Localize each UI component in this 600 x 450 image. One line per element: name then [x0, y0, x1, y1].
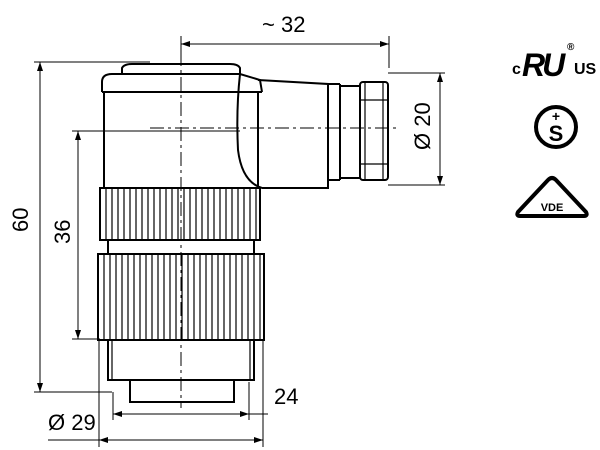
connector-body	[97, 52, 400, 408]
s-mark-icon: + S	[534, 105, 578, 149]
dim-height-total: 60	[8, 208, 33, 232]
vde-label: VDE	[541, 202, 564, 214]
ul-recognized-icon: c RU US ®	[512, 42, 597, 83]
ul-mark: RU	[522, 47, 566, 83]
dimension-labels: ~ 32 60 36 Ø 20 24 Ø 29	[8, 12, 435, 435]
dimension-lines	[34, 36, 445, 447]
s-letter: S	[549, 121, 564, 146]
dim-dia-outlet: Ø 20	[410, 102, 435, 150]
s-plus: +	[552, 108, 560, 124]
certification-marks: c RU US ® + S VDE	[512, 42, 597, 218]
ul-suffix: US	[574, 61, 597, 78]
dim-flat-24: 24	[274, 384, 298, 409]
ul-registered: ®	[567, 42, 575, 53]
dim-dia-29: Ø 29	[48, 410, 96, 435]
dim-height-body: 36	[50, 220, 75, 244]
ul-prefix: c	[512, 61, 521, 78]
dim-width-top: ~ 32	[262, 12, 305, 37]
vde-triangle-icon: VDE	[515, 176, 589, 218]
